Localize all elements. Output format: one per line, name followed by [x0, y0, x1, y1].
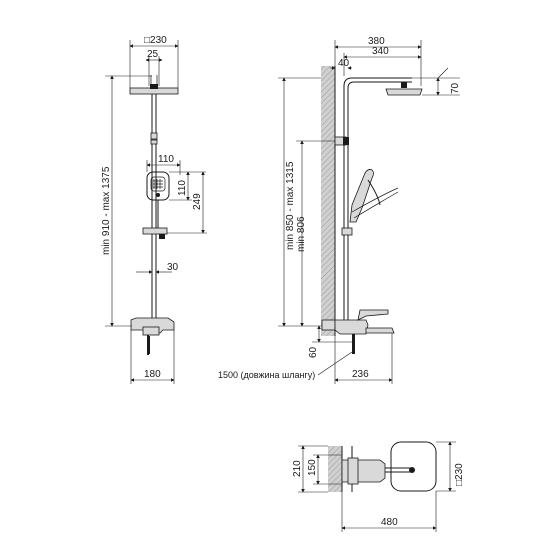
- top-wall: [328, 446, 342, 492]
- side-hose-note: 1500 (довжина шлангу): [218, 370, 315, 380]
- side-wall: [321, 66, 335, 336]
- front-mixer-body: [130, 317, 175, 334]
- side-height-range-label: min 850 - max 1315: [285, 161, 296, 250]
- front-top-width-label: □230: [144, 35, 167, 46]
- side-spout: [365, 327, 395, 334]
- side-wall-offset-label: 40: [338, 58, 350, 69]
- top-depth-inner-label: 150: [307, 459, 318, 476]
- top-view: 210 150 □230 480: [292, 441, 465, 532]
- side-spout-offset-label: 60: [308, 346, 319, 358]
- top-shower-head: [390, 441, 437, 492]
- front-holder-height-label: 249: [192, 193, 203, 210]
- side-head-height-label: 70: [450, 82, 461, 94]
- side-shower-arm: [343, 77, 412, 330]
- front-pipe-offset-label: 30: [167, 262, 179, 273]
- front-hand-height-label: 110: [177, 180, 188, 196]
- front-hand-width-label: 110: [158, 154, 174, 165]
- side-mixer-body: [334, 319, 369, 335]
- side-spout-reach-label: 236: [352, 369, 369, 380]
- side-overall-reach-label: 380: [368, 36, 385, 47]
- top-head-size-label: □230: [454, 463, 465, 486]
- side-min-height-label: min 806: [296, 216, 307, 252]
- front-view: □230 25 110: [101, 35, 207, 384]
- front-slider-bracket: [142, 227, 168, 235]
- side-view: 380 340 40 70 min 850 - max 13: [218, 36, 461, 384]
- front-arm-width-label: 25: [147, 49, 159, 60]
- top-depth-outer-label: 210: [292, 460, 303, 477]
- side-arm-reach-label: 340: [372, 46, 389, 57]
- side-shower-head: [385, 88, 423, 96]
- side-hand-shower: [349, 169, 374, 223]
- front-total-height-label: min 910 - max 1375: [101, 166, 112, 255]
- top-total-length-label: 480: [381, 517, 398, 528]
- front-base-width-label: 180: [144, 369, 161, 380]
